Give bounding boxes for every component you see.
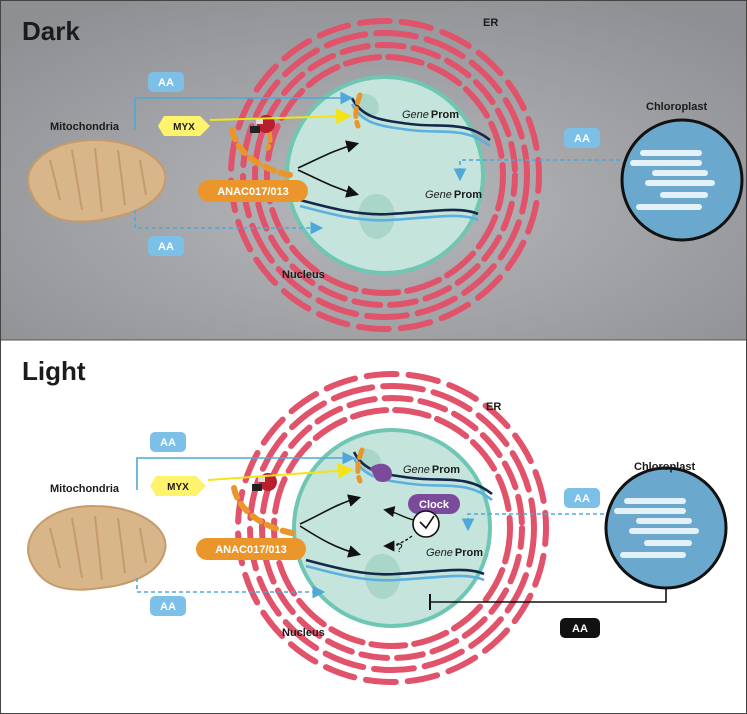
polymerase-bottom-dark <box>358 193 395 239</box>
dna-top-dark <box>350 97 491 148</box>
svg-text:Clock: Clock <box>419 499 450 511</box>
black-arrow-2-dark <box>297 169 360 198</box>
inhibition-line-light <box>430 588 667 603</box>
dna-bottom-light <box>305 558 485 582</box>
myx-box-dark: MYX <box>158 116 210 136</box>
aa-box-bottom-dark: AA <box>148 236 184 256</box>
chloro-label-light: Chloroplast <box>634 461 695 473</box>
thylakoids-dark <box>630 150 715 210</box>
anac-dash-dark <box>229 127 293 178</box>
mito-label-dark: Mitochondria <box>50 121 120 133</box>
nucleus-label-dark: Nucleus <box>282 269 325 281</box>
er-dark <box>228 18 542 332</box>
svg-text:AA: AA <box>574 493 590 505</box>
svg-text:ANAC017/013: ANAC017/013 <box>217 186 289 198</box>
receptor-icon-light <box>252 473 277 491</box>
svg-text:AA: AA <box>158 77 174 89</box>
clock-factor-light <box>370 463 392 482</box>
dna-bottom-dark <box>299 198 479 222</box>
panel-title-light: Light <box>22 356 86 386</box>
anac-dash-light <box>231 485 295 536</box>
myx-box-light: MYX <box>150 476 206 496</box>
svg-text:AA: AA <box>572 623 588 635</box>
svg-text:MYX: MYX <box>167 482 189 493</box>
svg-text:ANAC017/013: ANAC017/013 <box>215 544 287 556</box>
question-mark-light: ? <box>396 541 403 555</box>
er-label-dark: ER <box>483 17 498 29</box>
panel-title-dark: Dark <box>22 16 80 46</box>
anac-dash-ntop-light <box>355 447 365 484</box>
cyan-arrow-chloro-light <box>461 513 604 532</box>
aa-box-bottom-light: AA <box>150 596 186 616</box>
clock-arrow-light <box>383 506 415 521</box>
aa-box-chloro-light: AA <box>564 488 600 508</box>
svg-text:AA: AA <box>158 241 174 253</box>
thylakoids-light <box>614 498 699 558</box>
cyan-arrow-bottom-dark <box>134 210 324 235</box>
aa-box-black-light: AA <box>560 618 600 638</box>
dna-top-light <box>352 451 493 502</box>
svg-text:AA: AA <box>574 133 590 145</box>
cyan-arrow-chloro-dark <box>453 159 620 182</box>
mito-label-light: Mitochondria <box>50 483 120 495</box>
mito-cristae-light <box>49 515 147 581</box>
nucleus-label-light: Nucleus <box>282 627 325 639</box>
clock-icon <box>412 510 440 538</box>
anac-dash-ntop-dark <box>353 92 363 129</box>
chloro-label-dark: Chloroplast <box>646 101 707 113</box>
clock-dash-arrow-light <box>383 535 413 552</box>
mitochondria-dark <box>27 138 167 223</box>
black-arrow-2-light <box>299 525 362 558</box>
nucleus-light <box>292 428 492 628</box>
svg-text:AA: AA <box>160 437 176 449</box>
yellow-arrow-dark <box>209 108 352 125</box>
mitochondria-light <box>27 504 167 591</box>
aa-box-chloro-dark: AA <box>564 128 600 148</box>
mito-cristae-dark <box>49 147 147 213</box>
cyan-arrow-bottom-light <box>136 578 326 599</box>
polymerase-bottom-light <box>364 553 401 599</box>
er-label-light: ER <box>486 401 501 413</box>
cyan-arrow-top-light <box>136 451 356 490</box>
aa-box-top-light: AA <box>150 432 186 452</box>
aa-box-top-dark: AA <box>148 72 184 92</box>
anac-box-dark: ANAC017/013 <box>198 180 308 202</box>
svg-text:AA: AA <box>160 601 176 613</box>
svg-text:MYX: MYX <box>173 122 195 133</box>
nucleus-dark <box>285 75 485 275</box>
clock-label-box-light: Clock <box>408 494 460 514</box>
anac-box-light: ANAC017/013 <box>196 538 306 560</box>
black-arrow-1-light <box>299 494 362 525</box>
black-arrow-1-dark <box>297 140 360 169</box>
yellow-arrow-light <box>207 462 354 481</box>
cyan-arrow-top-dark <box>134 91 354 130</box>
